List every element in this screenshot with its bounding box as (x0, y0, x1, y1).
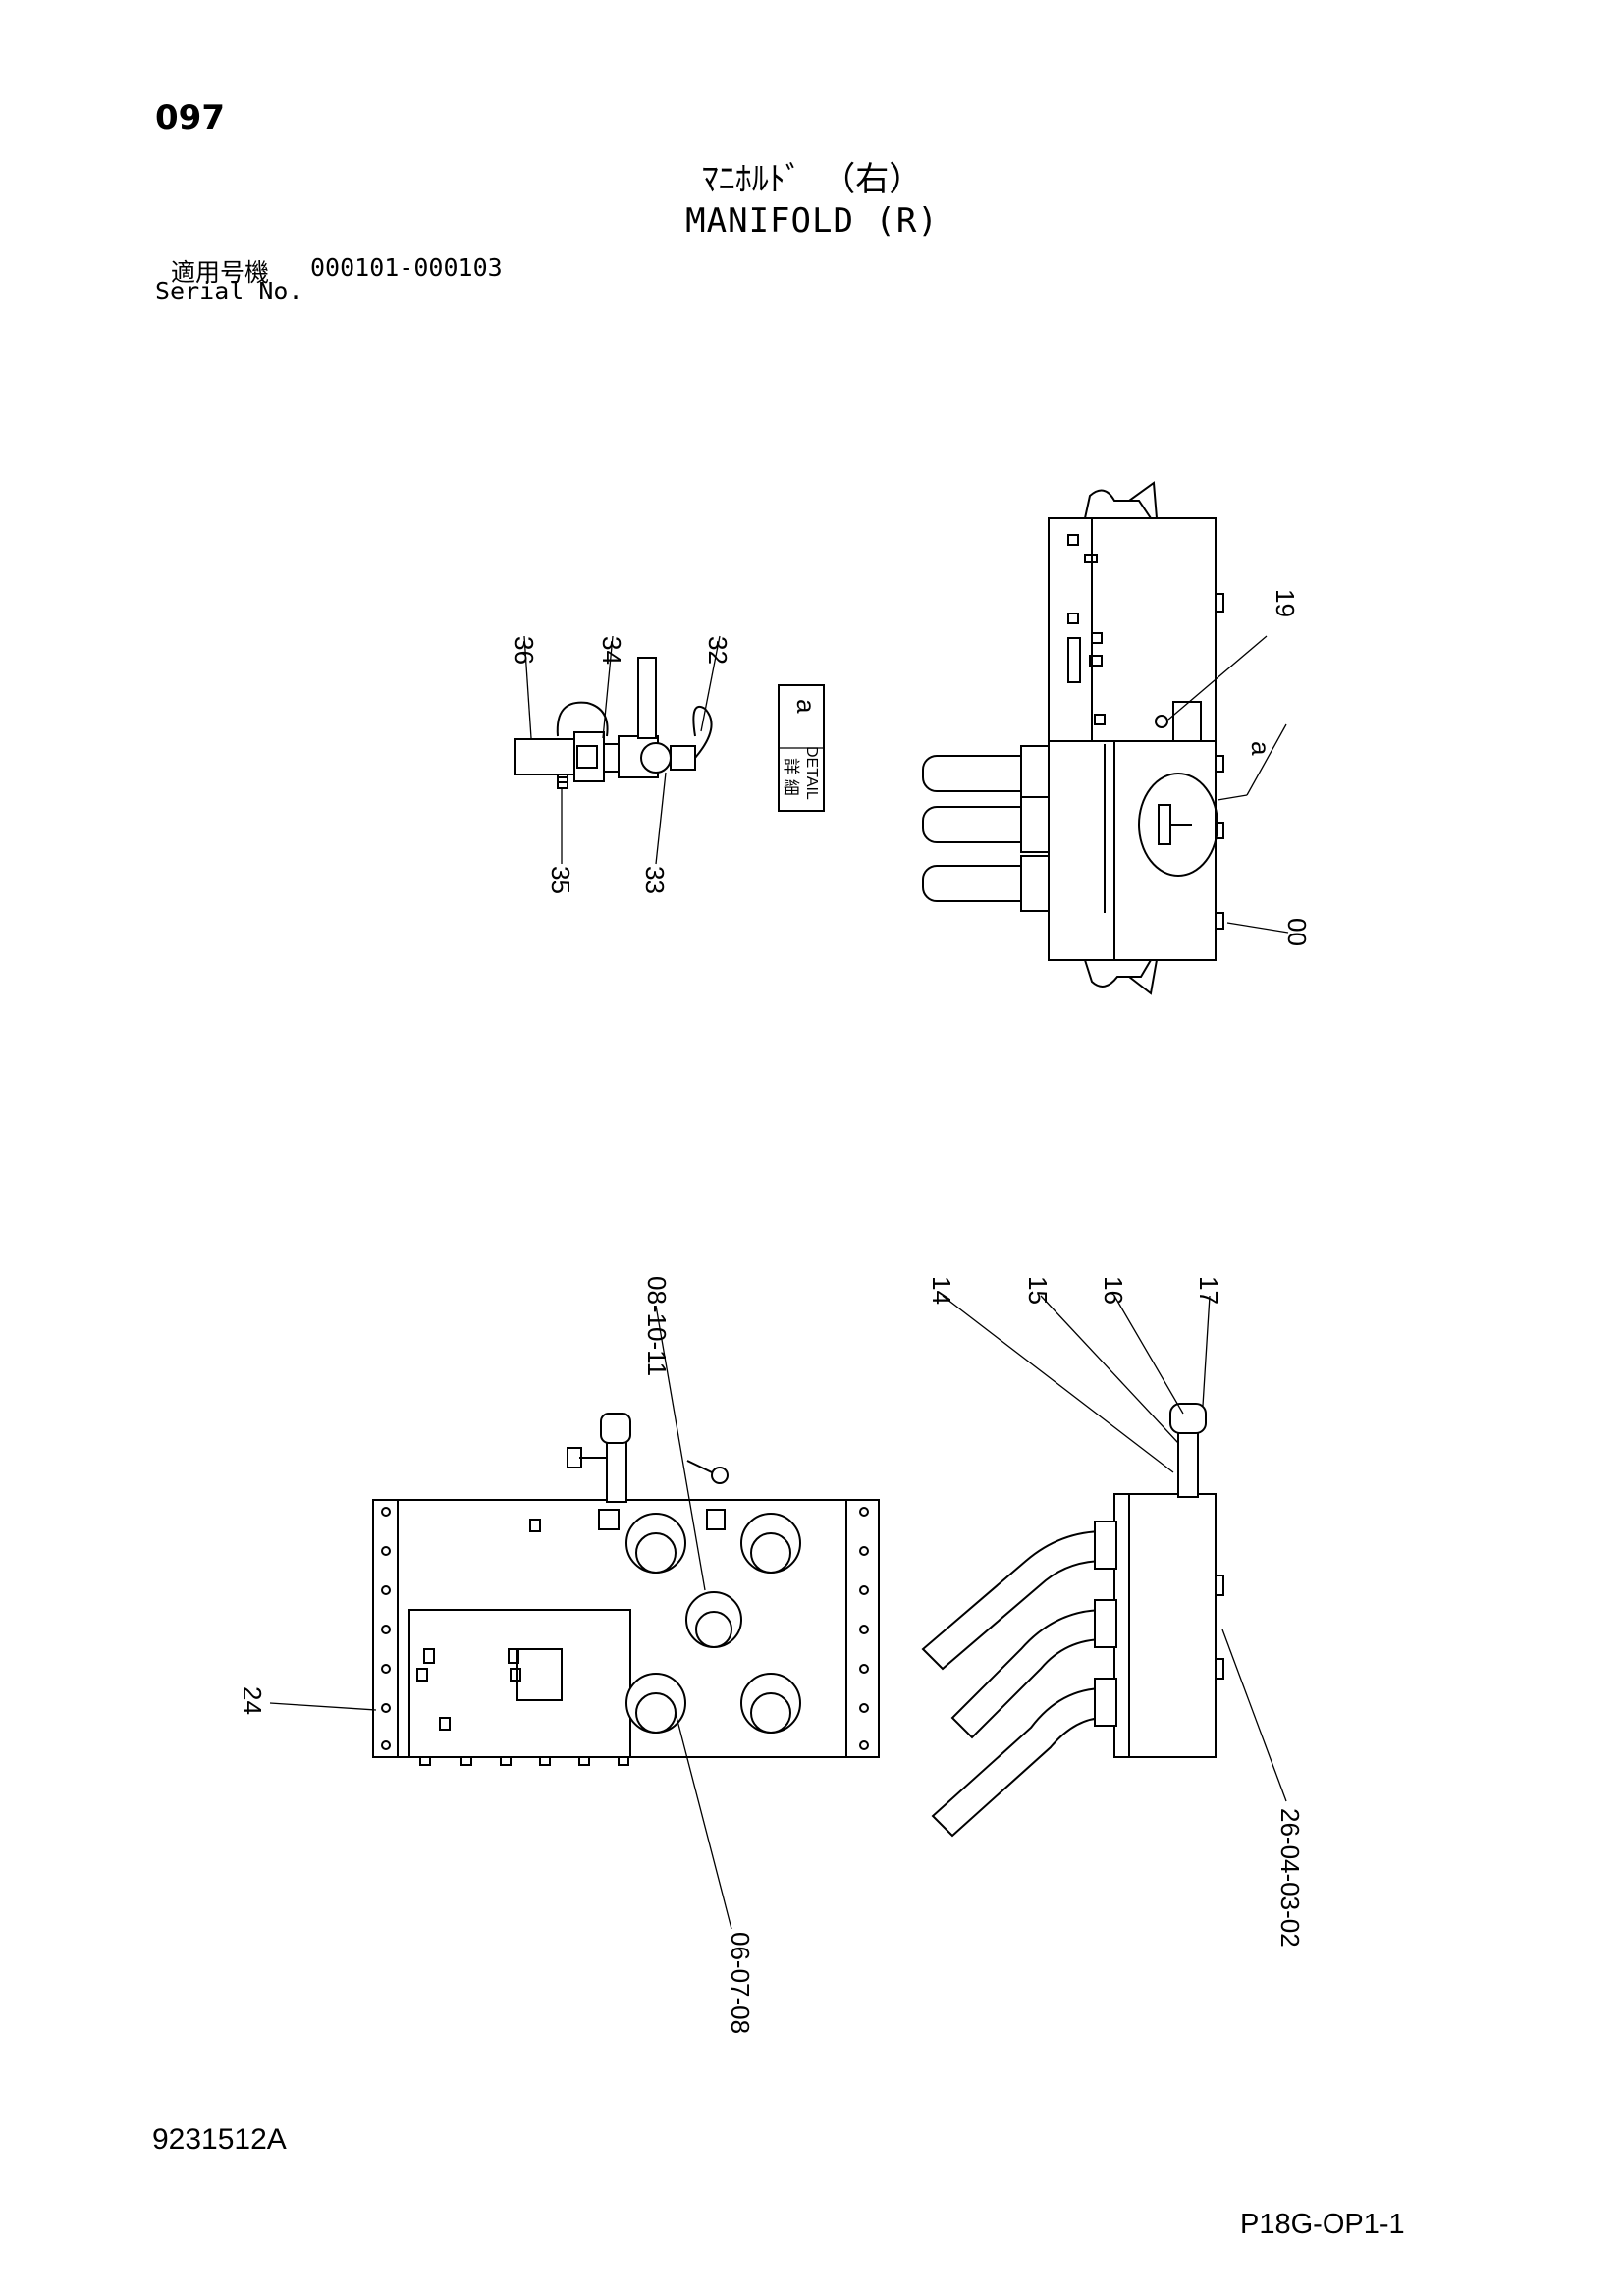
callout-34: 34 (597, 636, 626, 665)
detail-label-japanese: 詳 細 (782, 758, 800, 796)
serial-label-japanese: 適用号機 (171, 258, 270, 287)
manifold-front-view (269, 1305, 880, 1930)
serial-label-english: Serial No. (155, 277, 303, 305)
callout-16: 16 (1099, 1276, 1128, 1305)
page-code: P18G-OP1-1 (1240, 2209, 1405, 2240)
callout-08-10-11: 08-10-11 (642, 1276, 672, 1376)
callout-17: 17 (1194, 1276, 1223, 1305)
callout-19: 19 (1271, 589, 1300, 617)
page-number: 097 (155, 98, 225, 137)
callout-36: 36 (510, 636, 539, 665)
manifold-top-view (922, 481, 1289, 995)
detail-letter: a (791, 699, 821, 714)
callout-00: 00 (1282, 918, 1312, 946)
callout-15: 15 (1023, 1276, 1053, 1305)
title-japanese: ﾏﾆﾎﾙﾄﾞ （右） (701, 160, 923, 199)
callout-33: 33 (640, 866, 670, 894)
drawing-number: 9231512A (152, 2123, 287, 2156)
detail-label-english: DETAIL (803, 746, 820, 800)
title-english: MANIFOLD (R) (685, 201, 939, 240)
callout-26-04-03-02: 26-04-03-02 (1275, 1808, 1305, 1948)
callout-24: 24 (238, 1686, 267, 1715)
detail-a-view (514, 635, 721, 865)
serial-range: 000101-000103 (310, 253, 503, 282)
callout-35: 35 (546, 866, 575, 894)
callout-32: 32 (703, 636, 732, 665)
callout-06-07-08: 06-07-08 (726, 1932, 755, 2034)
callout-a: a (1246, 741, 1275, 756)
callout-14: 14 (927, 1276, 956, 1305)
manifold-side-view (921, 1295, 1287, 1838)
